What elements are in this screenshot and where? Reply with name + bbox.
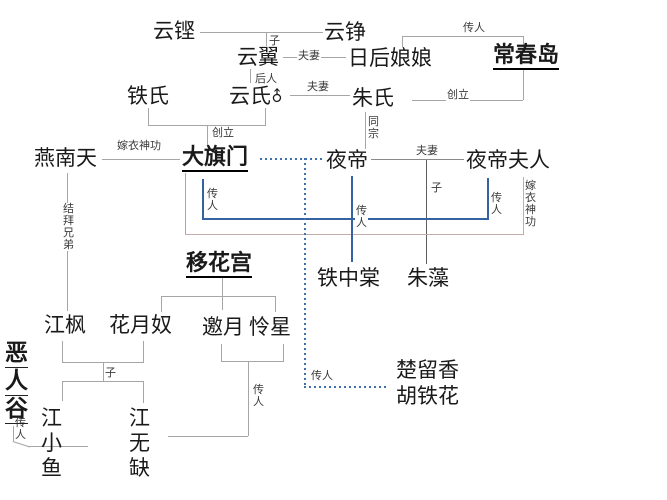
connector-yunshi-zhushi-couple	[290, 95, 350, 96]
node-jiangxiaoyu: 江小鱼	[41, 406, 62, 480]
blue-successor-daqimen-down	[202, 179, 204, 219]
label-couple-yedi: 夫妻	[415, 144, 439, 158]
blue-successor-horizontal	[202, 218, 489, 220]
blue-successor-yedi-tiezhongtang	[351, 176, 353, 262]
node-chuliuxiang: 楚留香	[396, 358, 459, 382]
connector-yaoyue-lianxing-bracket	[221, 361, 284, 362]
label-jiayi-shengong-furen: 嫁衣神功	[524, 179, 537, 228]
label-successor-furen: 传人	[490, 191, 503, 216]
connector-to-jiangxiaoyu	[62, 381, 63, 401]
node-yun-zheng: 云铮	[324, 20, 366, 44]
node-hutiehua: 胡铁花	[396, 384, 459, 408]
connector-erengu-jiangxiaoyu	[28, 446, 88, 447]
connector-children-bracket	[62, 381, 144, 382]
node-yun-keng: 云铿	[153, 19, 195, 43]
node-jiangfeng: 江枫	[44, 313, 86, 337]
label-successor-changchundao: 传人	[462, 21, 486, 35]
node-yannantian: 燕南天	[34, 146, 97, 170]
label-son-zhuzao: 子	[430, 181, 443, 195]
label-son-jiangfeng: 子	[104, 366, 117, 380]
node-yunshi-text: 云氏	[229, 84, 271, 108]
label-same-clan: 同宗	[367, 115, 380, 140]
blue-successor-furen-down	[487, 178, 489, 219]
node-rihou-niangniang: 日后娘娘	[348, 46, 432, 70]
connector-yedi-couple-zhuzao-son	[426, 160, 427, 264]
connector-yunshi-down	[265, 108, 266, 125]
node-erengu: 恶人谷	[5, 340, 28, 424]
node-jiangwuque: 江无缺	[129, 406, 150, 480]
connector-lianxing-down	[283, 344, 284, 361]
connector-founded-daqimen	[207, 125, 208, 146]
node-yaoyue: 邀月	[202, 315, 244, 339]
connector-yihuagong-bracket	[161, 296, 276, 297]
node-yedi-furen: 夜帝夫人	[466, 148, 550, 172]
connector-founded-up-changchundao	[523, 70, 524, 100]
node-yun-yi: 云翼	[237, 45, 279, 69]
connector-successor-jiangwuque	[168, 436, 248, 437]
connector-tieshi-down	[148, 108, 149, 125]
connector-son-drop-yunyi	[266, 33, 267, 46]
node-tieshi: 铁氏	[127, 84, 169, 108]
connector-changchundao-down	[523, 36, 524, 46]
connector-yunyi-yunshi-descendant	[250, 69, 251, 83]
node-changchundao: 常春岛	[493, 44, 560, 71]
label-couple-yunyi-rihou: 夫妻	[297, 49, 321, 63]
connector-jiayi-horizontal	[185, 234, 524, 235]
label-couple-yunshi-zhushi: 夫妻	[306, 80, 330, 94]
label-successor-jiangwuque: 传人	[252, 383, 265, 408]
connector-yihuagong-riser	[222, 277, 223, 310]
label-sworn-brothers: 结拜兄弟	[62, 202, 75, 251]
dotted-daqimen-yedi	[260, 158, 322, 160]
dotted-to-chuliuxiang	[304, 386, 388, 388]
label-founded-changchundao: 创立	[446, 88, 470, 102]
connector-yannantian-daqimen	[102, 159, 180, 160]
label-successor-chuliuxiang: 传人	[310, 369, 334, 383]
label-successor-daqimen: 传人	[206, 187, 219, 212]
connector-jiayi-up-furen	[523, 177, 524, 234]
label-founded-daqimen: 创立	[211, 126, 235, 140]
connector-rihou-changchundao	[402, 36, 523, 37]
connector-to-jiangwuque	[143, 381, 144, 403]
label-son-yunyi: 子	[268, 34, 281, 48]
label-descendant: 后人	[254, 72, 278, 86]
node-yedi: 夜帝	[326, 148, 368, 172]
connector-yihuagong-huayuenu	[161, 296, 162, 312]
node-huayuenu: 花月奴	[109, 313, 172, 337]
node-zhuzao: 朱藻	[407, 266, 449, 290]
connector-successor-drop	[248, 361, 249, 436]
connector-erengu-down	[13, 426, 14, 441]
connector-yihuagong-lianxing	[275, 296, 276, 312]
connector-daqimen-down-tan	[185, 173, 186, 234]
node-zhushi: 朱氏	[352, 86, 394, 110]
dotted-vertical	[304, 158, 306, 388]
node-yihuagong: 移花宫	[186, 252, 253, 279]
connector-yunkeng-yunzheng	[200, 32, 323, 33]
node-tiezhongtang: 铁中棠	[317, 266, 380, 290]
connector-jiangfeng-down	[62, 341, 63, 362]
connector-huayuenu-down	[143, 341, 144, 362]
connector-son-mid-drop	[103, 362, 104, 381]
connector-yedi-furen-couple	[371, 159, 464, 160]
node-daqimen: 大旗门	[182, 146, 249, 173]
node-lianxing: 怜星	[249, 315, 291, 339]
connector-rihou-up	[402, 37, 403, 47]
connector-zhushi-yedi-sameclan	[365, 112, 366, 149]
label-jiayi-shengong-yannantian: 嫁衣神功	[116, 139, 162, 153]
connector-yaoyue-down	[221, 344, 222, 361]
node-yunshi: 云氏♂	[229, 84, 288, 108]
label-successor-yedi: 传人	[355, 204, 368, 229]
